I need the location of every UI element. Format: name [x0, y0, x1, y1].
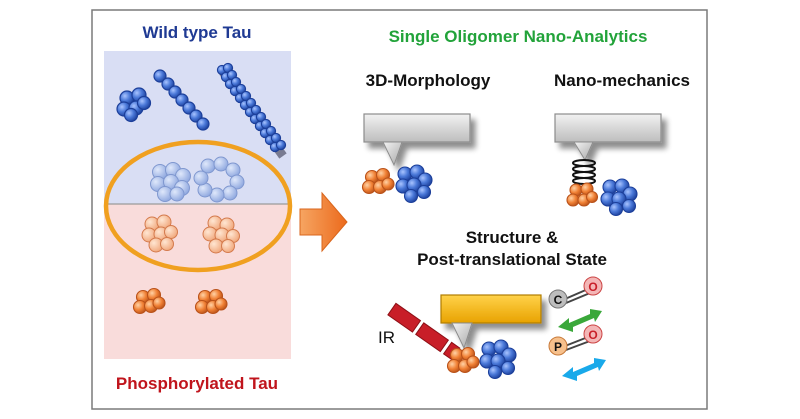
co-vibration-arrow [558, 309, 602, 332]
wild-type-label: Wild type Tau [142, 23, 251, 42]
ir-afm-probe [440, 294, 542, 350]
wild-type-faint-oligomer-1 [150, 162, 191, 202]
structure-label-line1: Structure & [466, 228, 559, 247]
morphology-wild-type-oligomer [395, 164, 433, 204]
mechanics-wild-type-oligomer [600, 178, 638, 217]
co-atom-c: C [554, 293, 563, 307]
wild-type-fibril [216, 62, 287, 159]
wild-type-oligomer [116, 87, 152, 123]
morphology-phospho-oligomer [361, 167, 395, 195]
afm-cantilever-morphology [363, 113, 471, 167]
phosphorylated-region [104, 204, 291, 359]
phospho-faint-oligomer-1 [141, 214, 178, 253]
morphology-label: 3D-Morphology [366, 71, 491, 90]
phospho-oligomer-2 [194, 288, 228, 315]
structure-label-line2: Post-translational State [417, 250, 607, 269]
phospho-oligomer-1 [132, 287, 166, 315]
co-atom-o: O [588, 280, 597, 294]
structure-phospho-oligomer [446, 346, 480, 374]
structure-wild-type-oligomer [479, 339, 517, 380]
phosphorylated-label: Phosphorylated Tau [116, 374, 278, 393]
co-bond-icon [548, 276, 603, 309]
wild-type-faint-oligomer-ring [193, 156, 245, 203]
ir-label: IR [378, 328, 395, 347]
afm-cantilever-mechanics [554, 113, 662, 162]
phospho-faint-oligomer-2 [202, 215, 240, 254]
po-atom-o: O [588, 328, 597, 342]
po-atom-p: P [554, 340, 562, 354]
po-bond-icon [548, 324, 603, 356]
mechanics-label: Nano-mechanics [554, 71, 690, 90]
mechanics-phospho-oligomer [566, 182, 599, 207]
wild-type-protofibril [153, 69, 210, 131]
oligomer-ellipse [103, 139, 293, 273]
po-vibration-arrow [562, 358, 606, 381]
transition-arrow [299, 191, 348, 253]
right-panel-title: Single Oligomer Nano-Analytics [389, 27, 648, 46]
